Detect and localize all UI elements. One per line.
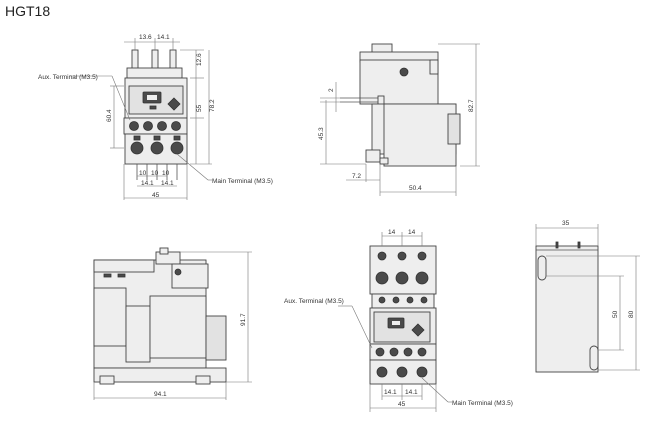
- dim-60-4: 60.4: [106, 109, 113, 122]
- dim-14-1-a: 14.1: [141, 180, 154, 187]
- aux-terminal-label-bottom: Aux. Terminal (M3.5): [284, 298, 344, 305]
- aux-terminal-label-top: Aux. Terminal (M3.5): [38, 74, 98, 81]
- main-terminal-label-bottom: Main Terminal (M3.5): [452, 400, 513, 407]
- dim-55: 55: [196, 104, 203, 112]
- dim-14-a: 14: [388, 229, 396, 236]
- dim-45-front: 45: [152, 192, 160, 199]
- main-terminal-label-top: Main Terminal (M3.5): [212, 178, 273, 185]
- dim-7-2: 7.2: [352, 173, 361, 180]
- dim-45-3: 45.3: [318, 127, 325, 140]
- dim-78-2: 78.2: [209, 99, 216, 112]
- bottom-middle-view: 14 14 14.1 14.1 45 Aux. Terminal (M3.5) …: [284, 229, 513, 412]
- dim-14-b: 14: [408, 229, 416, 236]
- diagram-title: HGT18: [5, 3, 51, 19]
- dim-13-6: 13.6: [139, 34, 152, 41]
- dim-12-6: 12.6: [196, 53, 203, 66]
- dim-91-7: 91.7: [240, 313, 247, 326]
- dim-2: 2: [328, 88, 335, 92]
- dim-10-b: 10: [151, 170, 159, 177]
- bottom-right-view: 35 50 80: [535, 220, 640, 373]
- dim-14-1-c: 14.1: [384, 389, 397, 396]
- bottom-left-view: 91.7 94.1: [93, 247, 252, 400]
- dim-10-c: 10: [162, 170, 170, 177]
- dim-10-a: 10: [139, 170, 147, 177]
- dim-14-1-d: 14.1: [405, 389, 418, 396]
- dim-80: 80: [628, 310, 635, 318]
- dim-45-bottom: 45: [398, 401, 406, 408]
- dim-94-1: 94.1: [154, 391, 167, 398]
- dim-35: 35: [562, 220, 570, 227]
- side-view: 2 45.3 82.7 7.2 50.4: [318, 43, 480, 196]
- dim-14-1-top: 14.1: [157, 34, 170, 41]
- dim-82-7: 82.7: [468, 99, 475, 112]
- dim-50: 50: [612, 310, 619, 318]
- dim-50-4: 50.4: [409, 185, 422, 192]
- front-view-top: 13.6 14.1 12.6 55 78.2 60.4 10 10 10 14.…: [38, 34, 273, 200]
- dim-14-1-b: 14.1: [161, 180, 174, 187]
